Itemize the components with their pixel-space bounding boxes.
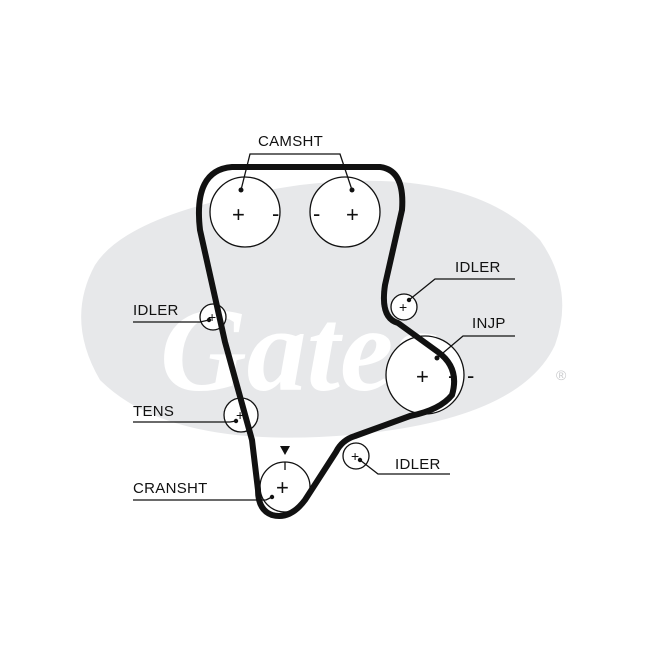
idler-left-plus: +: [208, 309, 216, 325]
leader-injection-pump: [436, 335, 515, 359]
label-idler-bottom-right: IDLER: [395, 456, 441, 473]
label-camshaft-group: CAMSHT: [238, 133, 355, 193]
crankshaft-plus: +: [276, 475, 289, 500]
label-idler-top-right-group: IDLER: [406, 259, 515, 303]
camshaft-left-plus: +: [232, 202, 245, 227]
leader-idler-bottom-right: [359, 459, 450, 475]
camshaft-pulley-left: [209, 176, 281, 248]
camshaft-right-minus: -: [313, 201, 320, 226]
idler-bottom-right-dot: [357, 457, 363, 463]
injp-minus-outer: -: [467, 363, 474, 388]
label-crankshaft-group: CRANSHT: [133, 480, 275, 501]
label-injection-pump: INJP: [472, 315, 506, 332]
leader-camshaft: [240, 153, 353, 191]
idler-left-dot: [206, 317, 212, 323]
label-tensioner-group: TENS: [133, 403, 239, 424]
label-injection-pump-group: INJP: [434, 315, 515, 361]
injp-minus-inner: -: [448, 363, 455, 388]
idler-top-right-dot: [406, 297, 412, 303]
tensioner-dot: [233, 418, 239, 424]
crankshaft-dot: [269, 494, 275, 500]
idler-top-right-plus: +: [399, 299, 407, 315]
camshaft-right-plus: +: [346, 202, 359, 227]
label-crankshaft: CRANSHT: [133, 480, 208, 497]
label-idler-left: IDLER: [133, 302, 179, 319]
idler-bottom-right-plus: +: [351, 448, 359, 464]
label-idler-left-group: IDLER: [133, 302, 212, 323]
camshaft-left-mark-dot: [238, 187, 244, 193]
injection-pump-dot: [434, 355, 440, 361]
injp-plus: +: [416, 364, 429, 389]
timing-belt: [196, 164, 458, 519]
label-camshaft: CAMSHT: [258, 133, 323, 150]
leader-idler-top-right: [408, 278, 515, 301]
tensioner-plus: +: [236, 407, 244, 423]
label-idler-top-right: IDLER: [455, 259, 501, 276]
leader-crankshaft: [133, 496, 273, 501]
camshaft-left-minus: -: [272, 201, 279, 226]
leader-idler-left: [133, 319, 210, 323]
registered-mark: ®: [556, 367, 567, 383]
label-tensioner: TENS: [133, 403, 174, 420]
crankshaft-timing-arrow-icon: [280, 446, 290, 455]
camshaft-right-mark-dot: [349, 187, 355, 193]
label-idler-bottom-right-group: IDLER: [357, 456, 450, 475]
camshaft-pulley-right: [309, 176, 381, 248]
